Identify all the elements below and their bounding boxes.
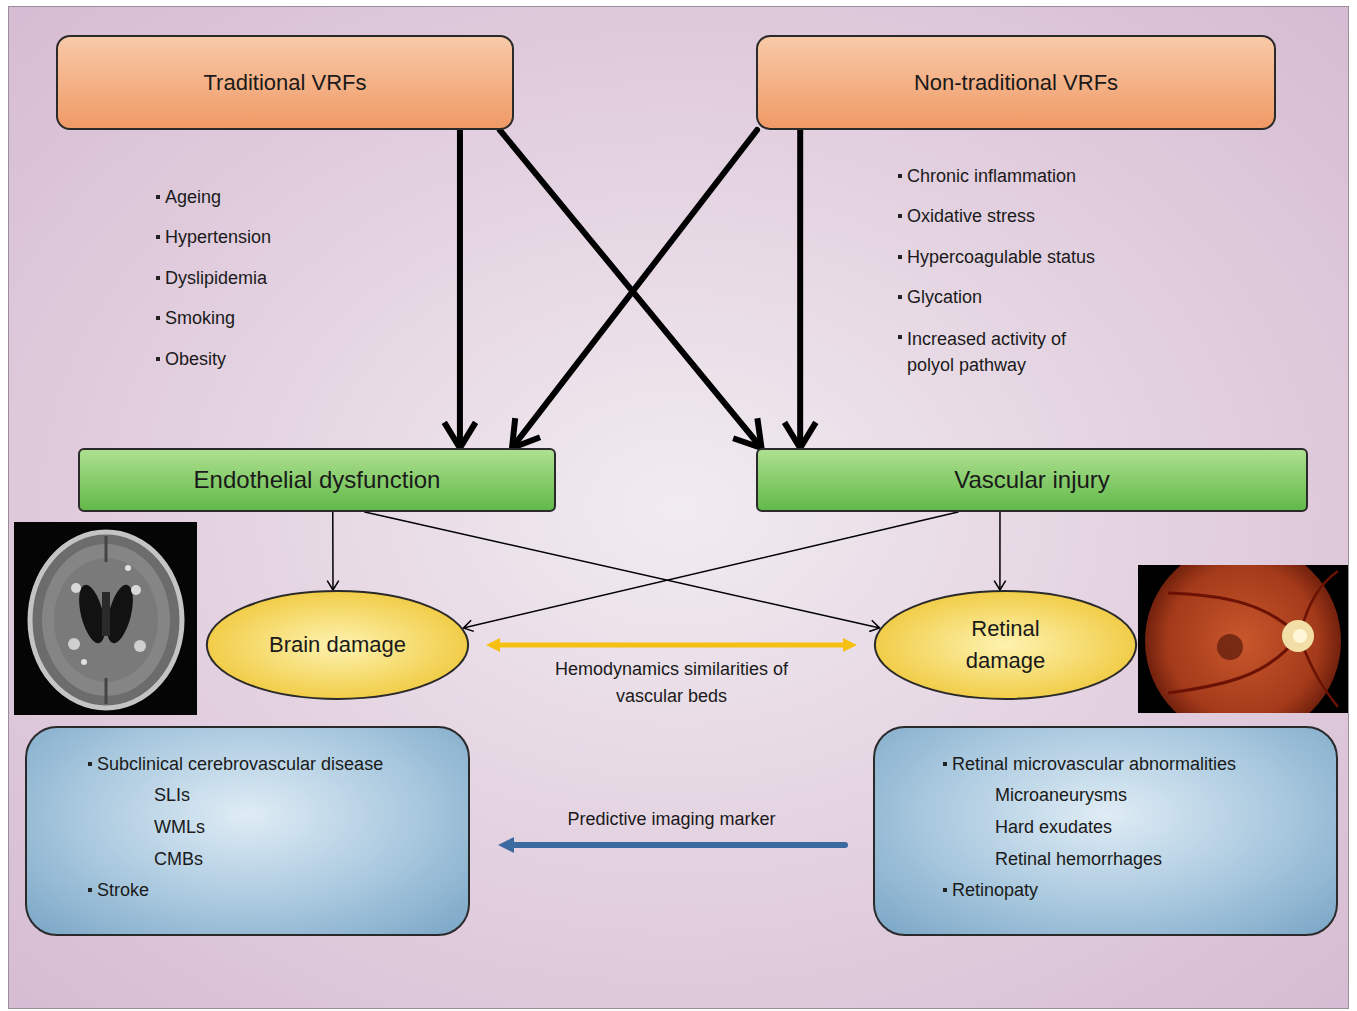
list-item: SLIs [154,784,190,806]
risk-factor-item: Hypertension [165,226,271,248]
arrow-connector [497,643,846,648]
arrow-head [444,422,475,448]
edge-label: Predictive imaging marker [522,806,822,833]
list-item: WMLs [154,816,205,838]
list-item: Retinopaty [952,879,1038,901]
arrow-head [843,638,857,652]
arrow-head [869,620,879,631]
mechanism-box: Vascular injury [756,448,1308,512]
risk-factor-item: Chronic inflammation [907,165,1076,187]
list-item: Hard exudates [995,816,1112,838]
risk-factor-item: Hypercoagulable status [907,246,1095,268]
node-text: Retinal damage [936,613,1076,677]
damage-ellipse: Retinal damage [873,590,1138,700]
list-item: Retinal hemorrhages [995,848,1162,870]
node-text: Brain damage [269,629,406,661]
mechanism-box: Endothelial dysfunction [78,448,556,512]
risk-factor-item: Dyslipidemia [165,267,267,289]
arrow-connector [464,512,958,628]
edge-label: Hemodynamics similarities of vascular be… [547,656,797,710]
arrow-connector [514,130,757,445]
arrow-head [512,418,540,448]
risk-factor-box: Non-traditional VRFs [756,35,1276,130]
risk-factor-item: Smoking [165,307,235,329]
ellipse-outline [873,590,1138,700]
node-text: Traditional VRFs [203,70,366,96]
findings-box: Subclinical cerebrovascular diseaseSLIsW… [25,726,470,936]
damage-ellipse: Brain damage [205,590,470,700]
arrow-head [327,581,338,590]
arrow-head [498,837,514,853]
arrow-head [994,581,1005,590]
arrow-connector [797,130,803,444]
list-item: Stroke [97,879,149,901]
arrow-head [784,422,815,448]
node-text: Vascular injury [954,466,1110,494]
risk-factor-item: Oxidative stress [907,205,1035,227]
retinal-fundus-image [1138,565,1348,713]
arrow-head [733,418,761,448]
list-item: Microaneurysms [995,784,1127,806]
risk-factor-box: Traditional VRFs [56,35,514,130]
arrow-connector [500,130,759,445]
list-item: CMBs [154,848,203,870]
arrow-connector [332,512,334,589]
risk-factor-item: Increased activity of polyol pathway [907,326,1107,378]
arrow-head [486,638,500,652]
node-text: Endothelial dysfunction [194,466,441,494]
arrow-head [463,620,473,631]
risk-factor-item: Ageing [165,186,221,208]
risk-factor-item: Glycation [907,286,982,308]
arrow-connector [365,512,879,628]
arrow-connector [457,130,463,444]
node-text: Non-traditional VRFs [914,70,1118,96]
list-item: Retinal microvascular abnormalities [952,753,1236,775]
list-item: Subclinical cerebrovascular disease [97,753,383,775]
arrow-connector [511,842,845,848]
risk-factor-item: Obesity [165,348,226,370]
arrow-connector [999,512,1001,589]
brain-mri-image [14,522,197,715]
findings-box: Retinal microvascular abnormalitiesMicro… [873,726,1338,936]
